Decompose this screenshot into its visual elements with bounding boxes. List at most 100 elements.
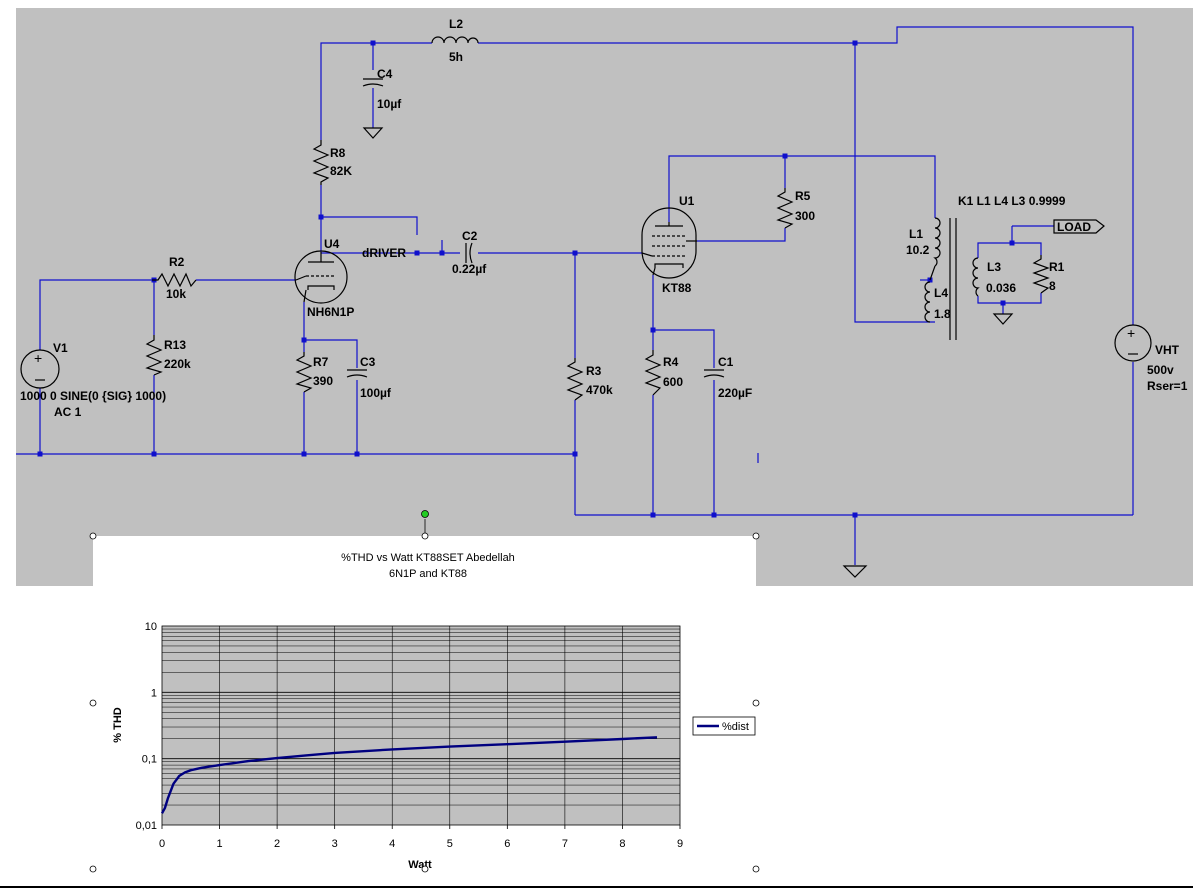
capacitor-C2[interactable]: [465, 242, 473, 264]
x-tick-label: 5: [447, 838, 453, 850]
vacuum-tube-U1[interactable]: [641, 207, 697, 279]
label-U4: U4: [324, 237, 340, 251]
net-label-driver: dRIVER: [362, 246, 406, 260]
value-U1: KT88: [662, 281, 692, 295]
legend: %dist: [692, 716, 756, 736]
ground-icon: [992, 313, 1014, 325]
value-R7: 390: [313, 374, 333, 388]
x-tick-label: 2: [274, 838, 280, 850]
label-C2: C2: [462, 229, 478, 243]
inductor-L2[interactable]: [431, 36, 479, 44]
svg-text:+: +: [34, 350, 42, 366]
y-tick-label: 0,1: [142, 754, 157, 766]
y-tick-label: 1: [151, 687, 157, 699]
legend-entry-dist: %dist: [722, 721, 749, 733]
capacitor-C1[interactable]: [703, 369, 725, 378]
resistor-R3[interactable]: [566, 358, 584, 401]
value-C3: 100µf: [360, 386, 392, 400]
vacuum-tube-U4[interactable]: [294, 250, 348, 304]
resistor-R8[interactable]: [312, 140, 330, 185]
label-C3: C3: [360, 355, 376, 369]
label-L1: L1: [909, 227, 923, 241]
chart-title-area: [93, 536, 756, 588]
y-tick-label: 10: [145, 621, 157, 633]
voltage-source-V1[interactable]: +: [20, 349, 60, 389]
capacitor-C4[interactable]: [362, 78, 384, 87]
series-lines: [160, 736, 658, 814]
value-L2: 5h: [449, 50, 463, 64]
resistor-R2[interactable]: [152, 272, 197, 288]
x-tick-label: 1: [216, 838, 222, 850]
chart-title: %THD vs Watt KT88SET Abedellah: [341, 552, 515, 564]
page-divider: [0, 886, 1193, 888]
label-L3: L3: [987, 260, 1001, 274]
label-L2: L2: [449, 17, 463, 31]
value-R2: 10k: [166, 287, 186, 301]
x-tick-label: 0: [159, 838, 165, 850]
x-tick-label: 6: [504, 838, 510, 850]
inductor-L3[interactable]: [972, 257, 980, 297]
value-C1: 220µF: [718, 386, 752, 400]
label-K1: K1 L1 L4 L3 0.9999: [958, 194, 1066, 208]
label-VHT: VHT: [1155, 343, 1180, 357]
value-R5: 300: [795, 209, 815, 223]
x-tick-label: 9: [677, 838, 683, 850]
svg-text:+: +: [1127, 325, 1135, 341]
label-R3: R3: [586, 364, 602, 378]
value-VHT-rser: Rser=1: [1147, 379, 1188, 393]
value-R4: 600: [663, 375, 683, 389]
value-L1: 10.2: [906, 243, 930, 257]
x-tick-label: 8: [619, 838, 625, 850]
resistor-R5[interactable]: [776, 188, 794, 229]
resistor-R4[interactable]: [644, 350, 662, 396]
transformer-core: [949, 218, 957, 340]
x-tick-label: 7: [562, 838, 568, 850]
x-tick-label: 4: [389, 838, 395, 850]
voltage-source-VHT[interactable]: +: [1114, 324, 1152, 362]
x-axis-label: Watt: [408, 859, 432, 871]
resistor-R7[interactable]: [295, 352, 313, 393]
value-U4: NH6N1P: [307, 305, 354, 319]
resistor-R1[interactable]: [1032, 255, 1050, 294]
inductor-L1[interactable]: [933, 217, 941, 267]
thd-chart[interactable]: %THD vs Watt KT88SET Abedellah 6N1P and …: [89, 510, 760, 873]
resistor-R13[interactable]: [145, 335, 163, 376]
label-V1: V1: [53, 341, 68, 355]
value-R1: 8: [1049, 279, 1056, 293]
y-tick-label: 0,01: [136, 820, 157, 832]
label-C4: C4: [377, 67, 393, 81]
plot-gridlines: [162, 626, 680, 825]
component-labels: L2 5h C4 10µf R8 82K U4 NH6N1P dRIVER C2…: [20, 17, 1188, 419]
y-axis-label: % THD: [112, 707, 124, 743]
y-tick-labels: 0,01 0,1 1 10: [136, 621, 157, 832]
capacitor-C3[interactable]: [346, 369, 368, 378]
rotate-handle[interactable]: [421, 510, 429, 518]
value-L3: 0.036: [986, 281, 1016, 295]
ground-icon: [842, 565, 868, 578]
value-R8: 82K: [330, 164, 352, 178]
label-C1: C1: [718, 355, 734, 369]
label-L4: L4: [934, 286, 948, 300]
junction-dots: [37, 40, 1015, 518]
net-label-load[interactable]: [1053, 219, 1105, 234]
schematic-canvas[interactable]: [16, 8, 1193, 586]
x-tick-label: 3: [332, 838, 338, 850]
label-U1: U1: [679, 194, 695, 208]
value-R13: 220k: [164, 357, 191, 371]
label-R1: R1: [1049, 260, 1065, 274]
value-L4: 1.8: [934, 307, 951, 321]
value-V1: 1000 0 SINE(0 {SIG} 1000): [20, 389, 166, 403]
value-C4: 10µf: [377, 97, 402, 111]
value-VHT: 500v: [1147, 363, 1174, 377]
label-R13: R13: [164, 338, 186, 352]
series-line-dist: [160, 736, 658, 814]
value-R3: 470k: [586, 383, 613, 397]
plot-area: [161, 625, 681, 826]
inductor-L4[interactable]: [924, 281, 931, 323]
label-R5: R5: [795, 189, 811, 203]
value-C2: 0.22µf: [452, 262, 487, 276]
chart-subtitle: 6N1P and KT88: [389, 568, 467, 580]
label-load: LOAD: [1057, 220, 1091, 234]
selection-handles[interactable]: [89, 510, 760, 873]
